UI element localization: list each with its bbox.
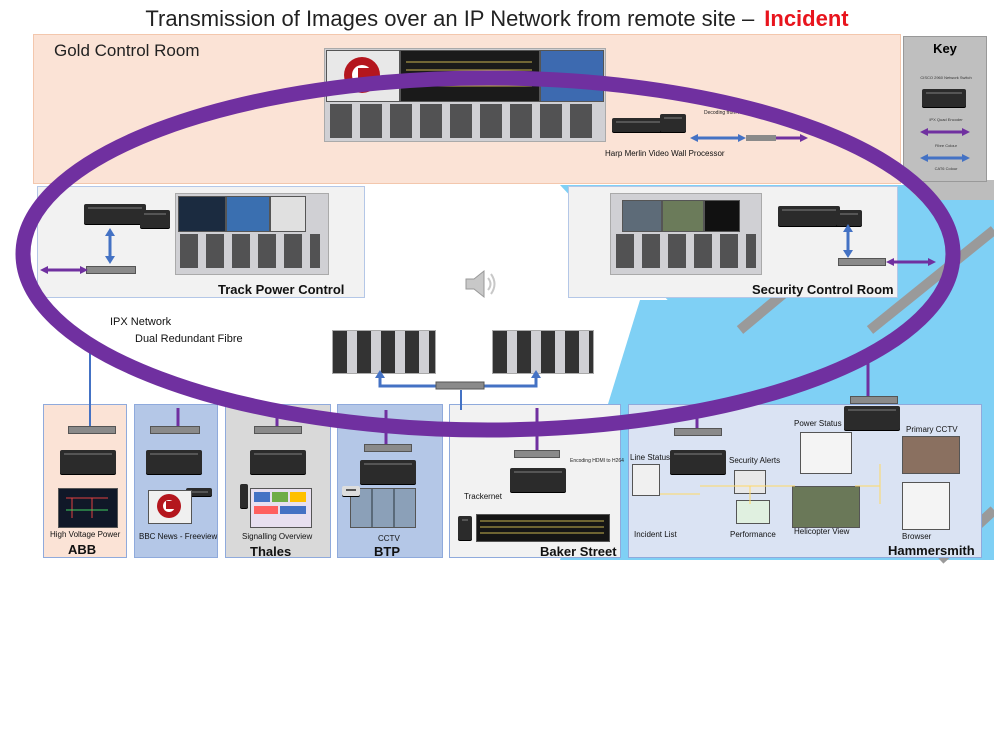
btp-cctv-grid: [350, 488, 416, 528]
mid-desk-right: [492, 330, 594, 374]
ham-power-status-screen: [800, 432, 852, 474]
ham-encoder-left: [670, 450, 726, 474]
baker-encoder: [510, 468, 566, 492]
btp-name: BTP: [374, 544, 400, 559]
ham-incident-list-label: Incident List: [634, 530, 677, 539]
key-encoder-label: IPX Quad Encoder: [929, 117, 963, 122]
mid-desk-left: [332, 330, 436, 374]
scr-processor: [778, 206, 840, 226]
ham-switch-top: [850, 396, 898, 404]
bbc-encoder: [146, 450, 202, 474]
btp-switch: [364, 444, 412, 452]
abb-caption: High Voltage Power: [50, 530, 121, 539]
bg-stripe-3: [866, 226, 994, 334]
btp-camera-icon: [342, 486, 360, 496]
key-panel: Key CISCO 2960 Network Switch IPX Quad E…: [903, 36, 987, 182]
gold-control-room-label: Gold Control Room: [54, 41, 200, 60]
abb-hv-screen: [58, 488, 118, 528]
tpc-fibre-link: [40, 266, 88, 274]
thales-name: Thales: [250, 544, 292, 559]
scr-fibre-link: [886, 258, 936, 266]
baker-trackernet-lines: [480, 520, 604, 534]
baker-encode-note: Encoding HDMI to H264: [570, 458, 624, 464]
baker-trackernet-screen: [476, 514, 610, 542]
harp-merlin-processor: [612, 118, 674, 132]
abb-name: ABB: [68, 542, 97, 557]
baker-switch: [514, 450, 560, 458]
ham-primary-cctv-screen: [902, 436, 960, 474]
scr-status-screen: [704, 200, 740, 232]
scr-switch: [838, 258, 886, 266]
abb-hv-diagram: [66, 497, 108, 518]
scr-cctv-screen: [622, 200, 662, 232]
ham-browser-screen: [902, 482, 950, 530]
title-incident: Incident: [764, 6, 849, 31]
tpc-encoder: [140, 210, 170, 228]
key-cat6-label: CAT6 Colour: [934, 166, 958, 171]
scr-map-screen: [662, 200, 704, 232]
baker-pc: [458, 516, 472, 540]
page-title: Transmission of Images over an IP Networ…: [0, 6, 994, 32]
tpc-desk-row: [180, 234, 320, 268]
harp-merlin-label: Harp Merlin Video Wall Processor: [605, 149, 725, 158]
ipx-network-label: IPX Network: [110, 316, 172, 328]
hammersmith-name: Hammersmith: [888, 543, 975, 558]
ham-security-alerts-label: Security Alerts: [729, 456, 781, 465]
tpc-processor: [84, 204, 146, 224]
ham-performance-screen: [736, 500, 770, 524]
track-power-control-label: Track Power Control: [218, 282, 345, 297]
thales-pc: [240, 484, 248, 508]
scr-link: [843, 224, 853, 258]
bbc-news-logo-small: [157, 494, 181, 518]
ham-helicopter-screen: [792, 486, 860, 528]
tpc-screen-1: [178, 196, 226, 232]
key-switch-icon: [922, 89, 966, 107]
site-thales: [225, 404, 331, 558]
ham-helicopter-label: Helicopter View: [794, 527, 850, 536]
tpc-screen-2: [226, 196, 270, 232]
key-switch-label: CISCO 2960 Network Switch: [920, 75, 972, 80]
key-title: Key: [933, 41, 957, 56]
key-fibre-icon: [920, 128, 970, 136]
thales-switch: [254, 426, 302, 434]
mid-cat6-links: [375, 370, 541, 410]
gold-desk-row: [330, 104, 600, 138]
ham-encoder-top: [844, 406, 900, 430]
baker-trackernet-label: Trackernet: [464, 492, 502, 501]
dual-fibre-label: Dual Redundant Fibre: [135, 333, 243, 345]
gold-decode-note: Decoding from H264 to HDMI: [704, 110, 770, 116]
bbc-freeview-box: [186, 488, 212, 496]
gold-links: [690, 134, 808, 142]
thales-caption: Signalling Overview: [242, 532, 313, 541]
scr-encoder: [836, 210, 862, 226]
tpc-screen-3: [270, 196, 306, 232]
bbc-switch: [150, 426, 200, 434]
ham-power-status-label: Power Status: [794, 419, 842, 428]
ham-line-status-screen: [632, 464, 660, 496]
btp-caption: CCTV: [378, 534, 400, 543]
btp-encoder: [360, 460, 416, 484]
ham-line-status-label: Line Status: [630, 453, 671, 462]
scr-desk-row: [616, 234, 756, 268]
ham-switch-left: [674, 428, 722, 436]
thales-encoder: [250, 450, 306, 474]
thales-signalling-diagram: [254, 492, 306, 514]
abb-encoder: [60, 450, 116, 474]
ham-cat-lines: [660, 464, 881, 504]
key-cat6-icon: [920, 154, 970, 162]
tpc-link: [105, 228, 115, 264]
speaker-icon[interactable]: [464, 268, 498, 300]
abb-switch: [68, 426, 116, 434]
title-main: Transmission of Images over an IP Networ…: [145, 6, 755, 31]
ham-primary-cctv-label: Primary CCTV: [906, 425, 958, 434]
gold-encoder-unit: [660, 114, 686, 132]
ham-performance-label: Performance: [730, 530, 776, 539]
ham-browser-label: Browser: [902, 532, 932, 541]
baker-name: Baker Street: [540, 544, 617, 559]
bbc-caption: BBC News - Freeview: [139, 532, 218, 541]
key-fibre-label: Fibre Colour: [934, 143, 957, 148]
security-control-room-label: Security Control Room: [752, 282, 894, 297]
